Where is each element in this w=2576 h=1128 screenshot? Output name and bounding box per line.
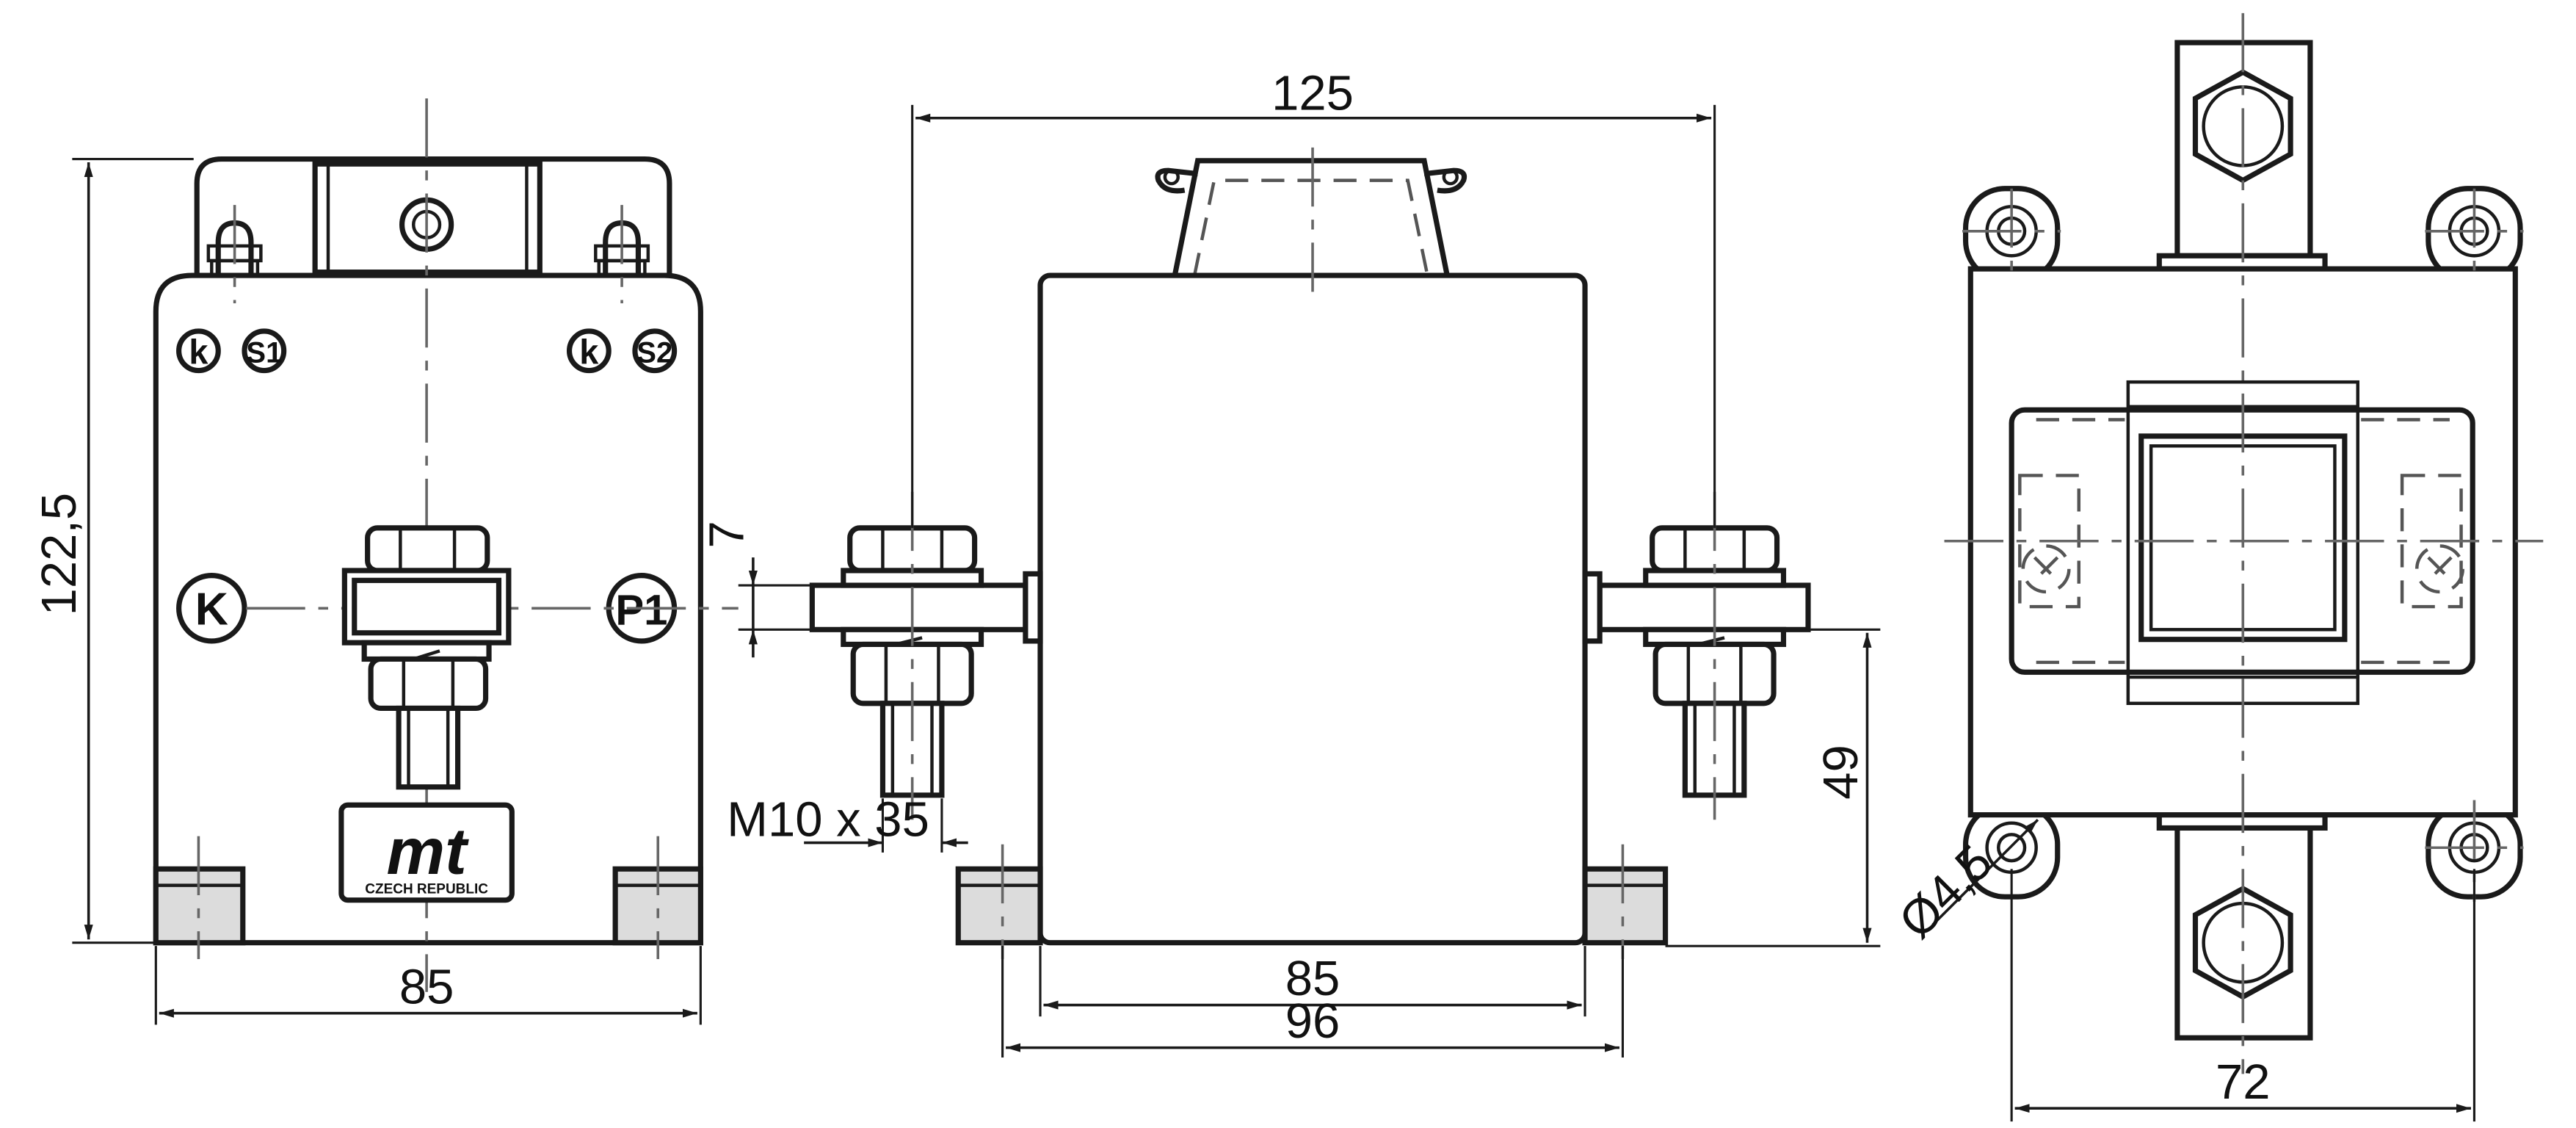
front-primary-bolt <box>341 525 512 790</box>
side-bolt-right <box>1643 525 1787 798</box>
front-view: k S1 k S2 K P1 <box>32 98 739 1025</box>
terminal-s1-text: S1 <box>246 336 282 369</box>
top-view: Ø4,5 72 <box>1889 12 2544 1122</box>
terminal-mark-s1 <box>242 328 287 374</box>
dim-mount-spacing: 72 <box>2216 1055 2271 1110</box>
manufacturer-logo: mt CZECH REPUBLIC <box>338 802 515 903</box>
terminal-k-left-text: k <box>189 333 208 372</box>
bus-bar-left <box>809 582 1028 632</box>
bus-bar-right <box>1597 582 1811 632</box>
terminal-s2-text: S2 <box>636 336 672 369</box>
side-top-cap <box>1171 158 1451 278</box>
side-body <box>1037 272 1588 946</box>
side-foot-right <box>1582 866 1669 946</box>
dim-base-width: 96 <box>1285 994 1340 1049</box>
dim-thread: M10 x 35 <box>727 792 929 847</box>
side-view: 125 7 M10 x 35 49 85 96 <box>699 66 1881 1058</box>
primary-p1-text: P1 <box>615 587 667 634</box>
dim-length-overall: 125 <box>1271 66 1354 121</box>
side-foot-left <box>955 866 1043 946</box>
terminal-k-right-text: k <box>579 333 599 372</box>
logo-mark: mt <box>386 814 469 888</box>
dim-height-total: 122,5 <box>32 493 87 616</box>
dim-width-front: 85 <box>399 959 454 1014</box>
dim-body-width: 85 <box>1285 951 1340 1006</box>
dim-bar-height: 49 <box>1813 745 1868 799</box>
dim-bar-thickness: 7 <box>699 521 754 548</box>
primary-mark-k <box>176 573 247 644</box>
terminal-mark-k-left <box>176 328 221 374</box>
terminal-mark-s2 <box>632 328 678 374</box>
primary-k-text: K <box>195 584 228 635</box>
logo-caption: CZECH REPUBLIC <box>365 882 488 897</box>
terminal-mark-k-right <box>566 328 612 374</box>
